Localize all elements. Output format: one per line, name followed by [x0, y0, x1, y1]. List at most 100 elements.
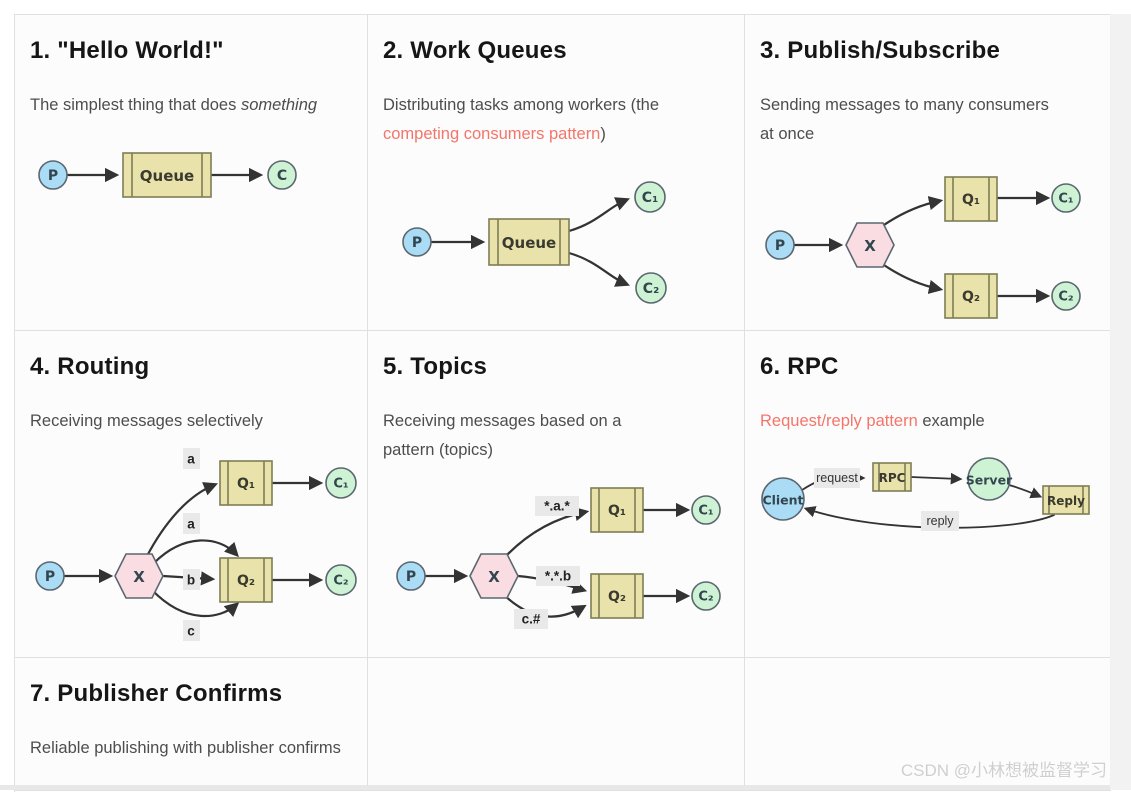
svg-text:X: X	[864, 237, 876, 255]
desc-text: )	[600, 125, 606, 143]
card-routing: 4. Routing Receiving messages selectivel…	[15, 331, 368, 658]
svg-text:c.#: c.#	[522, 612, 541, 627]
page-bottom-edge	[0, 785, 1110, 790]
card-description-topics: Receiving messages based on a pattern (t…	[383, 412, 622, 459]
svg-text:a: a	[187, 517, 195, 532]
svg-text:C₁: C₁	[333, 477, 348, 492]
svg-text:request: request	[816, 471, 858, 485]
request-label: request	[814, 468, 860, 488]
desc-text: Distributing tasks among workers (the	[383, 96, 660, 114]
card-description-hello-world: The simplest thing that does something	[30, 91, 352, 120]
arrow-queue-consumer1	[567, 197, 630, 233]
card-title-rpc: 6. RPC	[760, 353, 839, 380]
card-publisher-confirms: 7. Publisher Confirms Reliable publishin…	[15, 658, 368, 791]
binding-key-label: a	[183, 448, 200, 469]
hello-world-diagram: Queue P C	[38, 152, 297, 198]
page-right-gutter	[1110, 14, 1131, 790]
reply-label: reply	[921, 511, 959, 531]
binding-key-label: c.#	[514, 609, 548, 629]
server-node: Server	[966, 457, 1013, 501]
svg-text:Q₁: Q₁	[608, 503, 626, 519]
queue-node: Queue	[488, 218, 570, 266]
exchange-node: X	[469, 553, 519, 599]
svg-text:C₂: C₂	[698, 590, 713, 605]
svg-text:Queue: Queue	[140, 167, 194, 185]
svg-text:Client: Client	[762, 493, 803, 508]
consumer-node: C	[267, 160, 297, 190]
svg-text:C₂: C₂	[333, 574, 348, 589]
card-title-publish-subscribe: 3. Publish/Subscribe	[760, 37, 1001, 64]
card-rpc: 6. RPC Request/reply pattern example req…	[745, 331, 1111, 658]
empty-cell	[745, 658, 1111, 791]
svg-text:P: P	[406, 569, 416, 585]
binding-key-label: a	[183, 513, 200, 534]
svg-text:C₂: C₂	[1058, 290, 1073, 305]
consumer2-node: C₂	[635, 272, 667, 304]
arrow-pattern1-queue1	[503, 506, 590, 559]
binding-key-label: *.*.b	[536, 566, 580, 586]
consumer1-node: C₁	[691, 495, 721, 525]
competing-consumers-link[interactable]: competing consumers pattern	[383, 125, 601, 143]
arrow-exchange-queue2	[879, 261, 944, 294]
svg-text:Q₁: Q₁	[962, 192, 980, 208]
svg-text:Reply: Reply	[1047, 494, 1085, 508]
arrow-server-reply	[1008, 484, 1043, 499]
svg-text:b: b	[187, 573, 195, 588]
arrow-binding-a-queue2	[152, 539, 239, 565]
arrow-binding-a-queue1	[145, 482, 218, 558]
svg-text:*.a.*: *.a.*	[544, 499, 570, 514]
producer-node: P	[402, 227, 432, 257]
consumer1-node: C₁	[1051, 183, 1081, 213]
queue2-node: Q₂	[944, 273, 998, 319]
card-description-work-queues: Distributing tasks among workers (the co…	[383, 91, 729, 149]
queue1-node: Q₁	[944, 176, 998, 222]
queue2-node: Q₂	[590, 573, 644, 619]
card-title-hello-world: 1. "Hello World!"	[30, 37, 224, 64]
svg-text:C₂: C₂	[643, 281, 659, 297]
producer-node: P	[38, 160, 68, 190]
svg-text:X: X	[488, 568, 500, 586]
svg-text:c: c	[187, 624, 195, 639]
svg-text:Queue: Queue	[502, 234, 556, 252]
consumer2-node: C₂	[325, 564, 357, 596]
card-title-work-queues: 2. Work Queues	[383, 37, 567, 64]
card-title-topics: 5. Topics	[383, 353, 488, 380]
card-description-publish-subscribe: Sending messages to many consumers at on…	[760, 96, 1049, 143]
rpc-diagram: request reply Client RPC Server	[761, 457, 1090, 531]
consumer2-node: C₂	[691, 581, 721, 611]
card-title-routing: 4. Routing	[30, 353, 150, 380]
binding-key-label: *.a.*	[535, 496, 579, 516]
card-topics: 5. Topics Receiving messages based on a …	[368, 331, 745, 658]
svg-text:P: P	[48, 168, 58, 184]
svg-text:C: C	[277, 168, 287, 184]
queue2-node: Q₂	[219, 557, 273, 603]
svg-text:C₁: C₁	[698, 504, 713, 519]
consumer1-node: C₁	[325, 467, 357, 499]
queue1-node: Q₁	[590, 487, 644, 533]
desc-text: example	[917, 412, 985, 430]
request-reply-pattern-link[interactable]: Request/reply pattern	[760, 412, 918, 430]
producer-node: P	[35, 561, 65, 591]
svg-text:C₁: C₁	[642, 190, 658, 206]
svg-text:Q₂: Q₂	[962, 289, 980, 305]
svg-text:Server: Server	[966, 473, 1013, 488]
svg-text:C₁: C₁	[1058, 192, 1073, 207]
svg-text:Q₁: Q₁	[237, 476, 255, 492]
svg-text:RPC: RPC	[879, 471, 906, 485]
queue-node: Queue	[122, 152, 212, 198]
card-title-publisher-confirms: 7. Publisher Confirms	[30, 680, 283, 707]
arrow-exchange-queue1	[879, 196, 944, 229]
tutorials-grid: 1. "Hello World!" The simplest thing tha…	[14, 14, 1112, 792]
svg-text:X: X	[133, 568, 145, 586]
svg-text:reply: reply	[926, 514, 954, 528]
card-description-publisher-confirms: Reliable publishing with publisher confi…	[30, 739, 341, 757]
topics-diagram: *.a.* *.*.b c.# X P Q₁	[396, 487, 721, 629]
routing-diagram: a a b c X P	[35, 448, 357, 641]
svg-text:P: P	[45, 569, 55, 585]
card-description-routing: Receiving messages selectively	[30, 412, 263, 430]
svg-text:a: a	[187, 452, 195, 467]
rpc-queue-node: RPC	[872, 462, 912, 492]
producer-node: P	[396, 561, 426, 591]
exchange-node: X	[114, 553, 164, 599]
csdn-watermark: CSDN @小林想被监督学习	[900, 761, 1107, 780]
